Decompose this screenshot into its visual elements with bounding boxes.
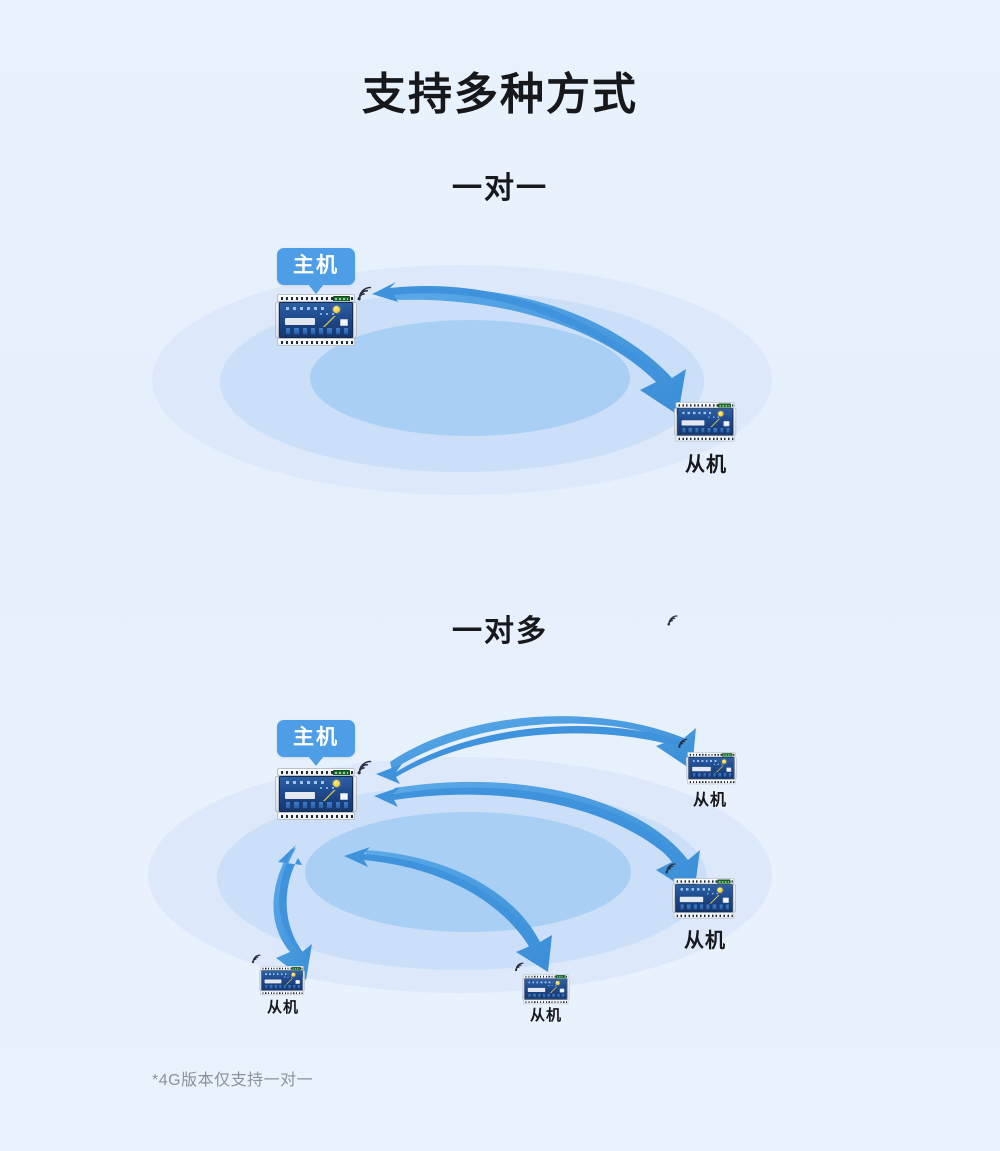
arrow-slave-to-master-1 <box>372 282 668 384</box>
wifi-signal-icon <box>357 286 372 301</box>
master-device-1 <box>275 294 357 346</box>
slave-device-right <box>672 878 736 919</box>
arrow-slave-to-master-right <box>374 787 684 868</box>
wifi-signal-icon <box>667 615 678 626</box>
section-subtitle-one-to-one: 一对一 <box>452 172 548 205</box>
arrow-slave-to-master-bottomcenter <box>344 847 536 948</box>
slave-label-bottomleft: 从机 <box>266 999 299 1016</box>
slave-label-bottomcenter: 从机 <box>529 1007 562 1024</box>
arrow-master-to-slave-topright <box>390 716 696 770</box>
diagram-one-to-one: 主机 <box>0 230 1000 626</box>
page-title: 支持多种方式 <box>362 70 638 119</box>
wifi-signal-icon <box>665 863 676 874</box>
slave-label-topright: 从机 <box>692 792 727 809</box>
slave-label-1: 从机 <box>685 454 727 476</box>
arrow-group-one-to-many <box>273 716 700 980</box>
slave-label-right: 从机 <box>684 930 726 952</box>
slave-device-topright <box>686 752 737 785</box>
arrow-pair-master-slave-1 <box>372 282 686 415</box>
wifi-signal-icon <box>357 760 372 775</box>
wifi-signal-icon <box>514 962 524 972</box>
master-label-text: 主机 <box>293 254 339 277</box>
arrow-master-to-slave-bottomcenter <box>366 850 552 972</box>
wifi-signal-icon <box>251 954 261 964</box>
master-device-2 <box>275 768 357 820</box>
master-label-bubble-1: 主机 <box>277 248 355 295</box>
section-subtitle-one-to-many: 一对多 <box>452 615 548 648</box>
wifi-signal-icon <box>678 738 688 748</box>
slave-device-bottomcenter <box>522 974 570 1005</box>
footnote-text: *4G版本仅支持一对一 <box>152 1072 314 1089</box>
master-label-bubble-2: 主机 <box>277 720 355 767</box>
slave-device-1 <box>674 402 737 442</box>
master-label-text: 主机 <box>293 726 339 749</box>
slave-device-bottomleft <box>259 966 305 996</box>
diagram-one-to-many: 主机 <box>0 690 1000 1050</box>
arrow-slave-to-master-bottomleft <box>278 845 306 956</box>
arrow-slave-to-master-topright <box>376 726 686 784</box>
